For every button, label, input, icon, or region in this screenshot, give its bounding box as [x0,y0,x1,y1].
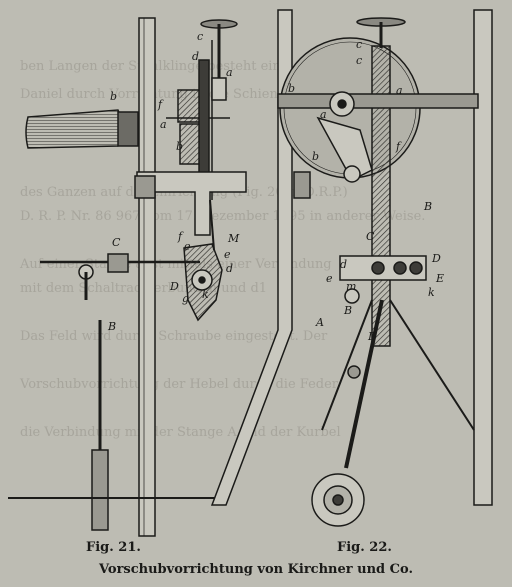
fig21-column [138,17,156,537]
fig21-letter: B [107,320,116,333]
fig22-letter: c [356,54,362,67]
fig21-letter: d [192,50,199,63]
fig22-letter: d [340,258,347,271]
fig21-bracket [136,171,247,236]
fig21-letter: g [182,292,189,305]
fig21-letter: f [177,230,184,243]
fig21-letter: d [226,262,233,275]
fig22-letter: b [288,82,295,95]
plate-caption: Vorschubvorrichtung von Kirchner und Co. [99,562,413,577]
figure-22-label: Fig. 22. [337,540,392,555]
fig21-letter: f [157,98,164,111]
fig21-letter: b [110,90,117,103]
fig21-letter: D [169,280,179,293]
fig22-letter: m [346,280,356,293]
fig22-crossbar [277,93,479,109]
fig22-letter: B [423,200,432,213]
fig21-letter: C [112,236,121,249]
fig22-letter: f [395,140,402,153]
fig21-lower-lever [91,449,109,531]
figure-21-label: Fig. 21. [86,540,141,555]
fig22-letter: b [312,150,319,163]
ghost-line: Das Feld wird durch Schraube eingestellt… [20,329,328,344]
ghost-line: die Verbindung mit der Stange A und der … [20,425,341,440]
fig22-letter: D [367,330,377,343]
fig21-letter: e [184,240,191,253]
ghost-line: D. R. P. Nr. 86 967 vom 17. Dezember 189… [20,209,425,224]
fig21-letter: e [224,248,231,261]
fig21-letter: M [227,232,240,245]
figure-21-drawing [8,17,247,537]
fig22-letter: C [366,230,375,243]
fig22-letter: B [343,304,352,317]
figure-22-letters: c c a b f a b C B D d e m E B A D k [288,38,444,343]
fig22-letter: E [435,272,444,285]
figure-22-drawing [210,9,493,527]
fig21-letter: c [197,30,203,43]
fig21-letter: b [176,140,183,153]
ghost-line: Vorschubvorrichtung der Hebel durch die … [19,377,339,392]
fig21-letter: k [202,288,209,301]
fig21-gear-upper [177,89,203,123]
fig22-letter: D [431,252,441,265]
fig22-letter: k [428,286,435,299]
fig22-letter: e [326,272,333,285]
fig22-letter: a [320,108,327,121]
fig22-letter: A [315,316,324,329]
fig22-lever [344,299,384,469]
fig22-letter: c [356,38,362,51]
fig21-clamp [107,253,129,273]
fig21-letter: a [160,118,167,131]
fig21-handle-grip [25,109,139,149]
fig22-left-frame [210,9,293,506]
fig22-right-frame [473,9,493,506]
figure-21-letters: c d a b f a b C f e M e d D g k B [107,30,240,333]
fig22-letter: a [396,84,403,97]
fig21-letter: a [226,66,233,79]
